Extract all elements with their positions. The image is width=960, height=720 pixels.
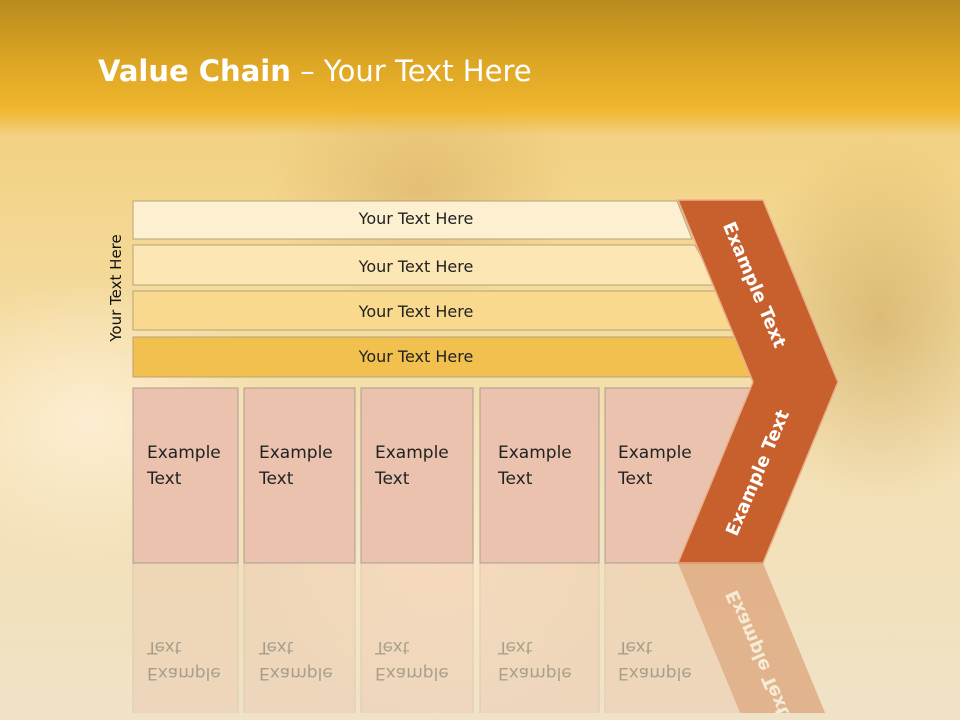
title-bold: Value Chain xyxy=(98,54,291,88)
chevron-arrow xyxy=(676,199,839,564)
slide-title: Value Chain – Your Text Here xyxy=(98,54,532,88)
band-4-label: Your Text Here xyxy=(358,347,474,366)
box-3 xyxy=(360,387,474,564)
band-2-label: Your Text Here xyxy=(358,257,474,276)
band-1-label: Your Text Here xyxy=(358,209,474,228)
band-3-label: Your Text Here xyxy=(358,302,474,321)
box-1 xyxy=(132,387,239,564)
box-4 xyxy=(479,387,600,564)
title-rest: – Your Text Here xyxy=(290,54,532,88)
header-bar xyxy=(0,0,960,135)
band-1 xyxy=(132,200,693,240)
box-2 xyxy=(243,387,356,564)
